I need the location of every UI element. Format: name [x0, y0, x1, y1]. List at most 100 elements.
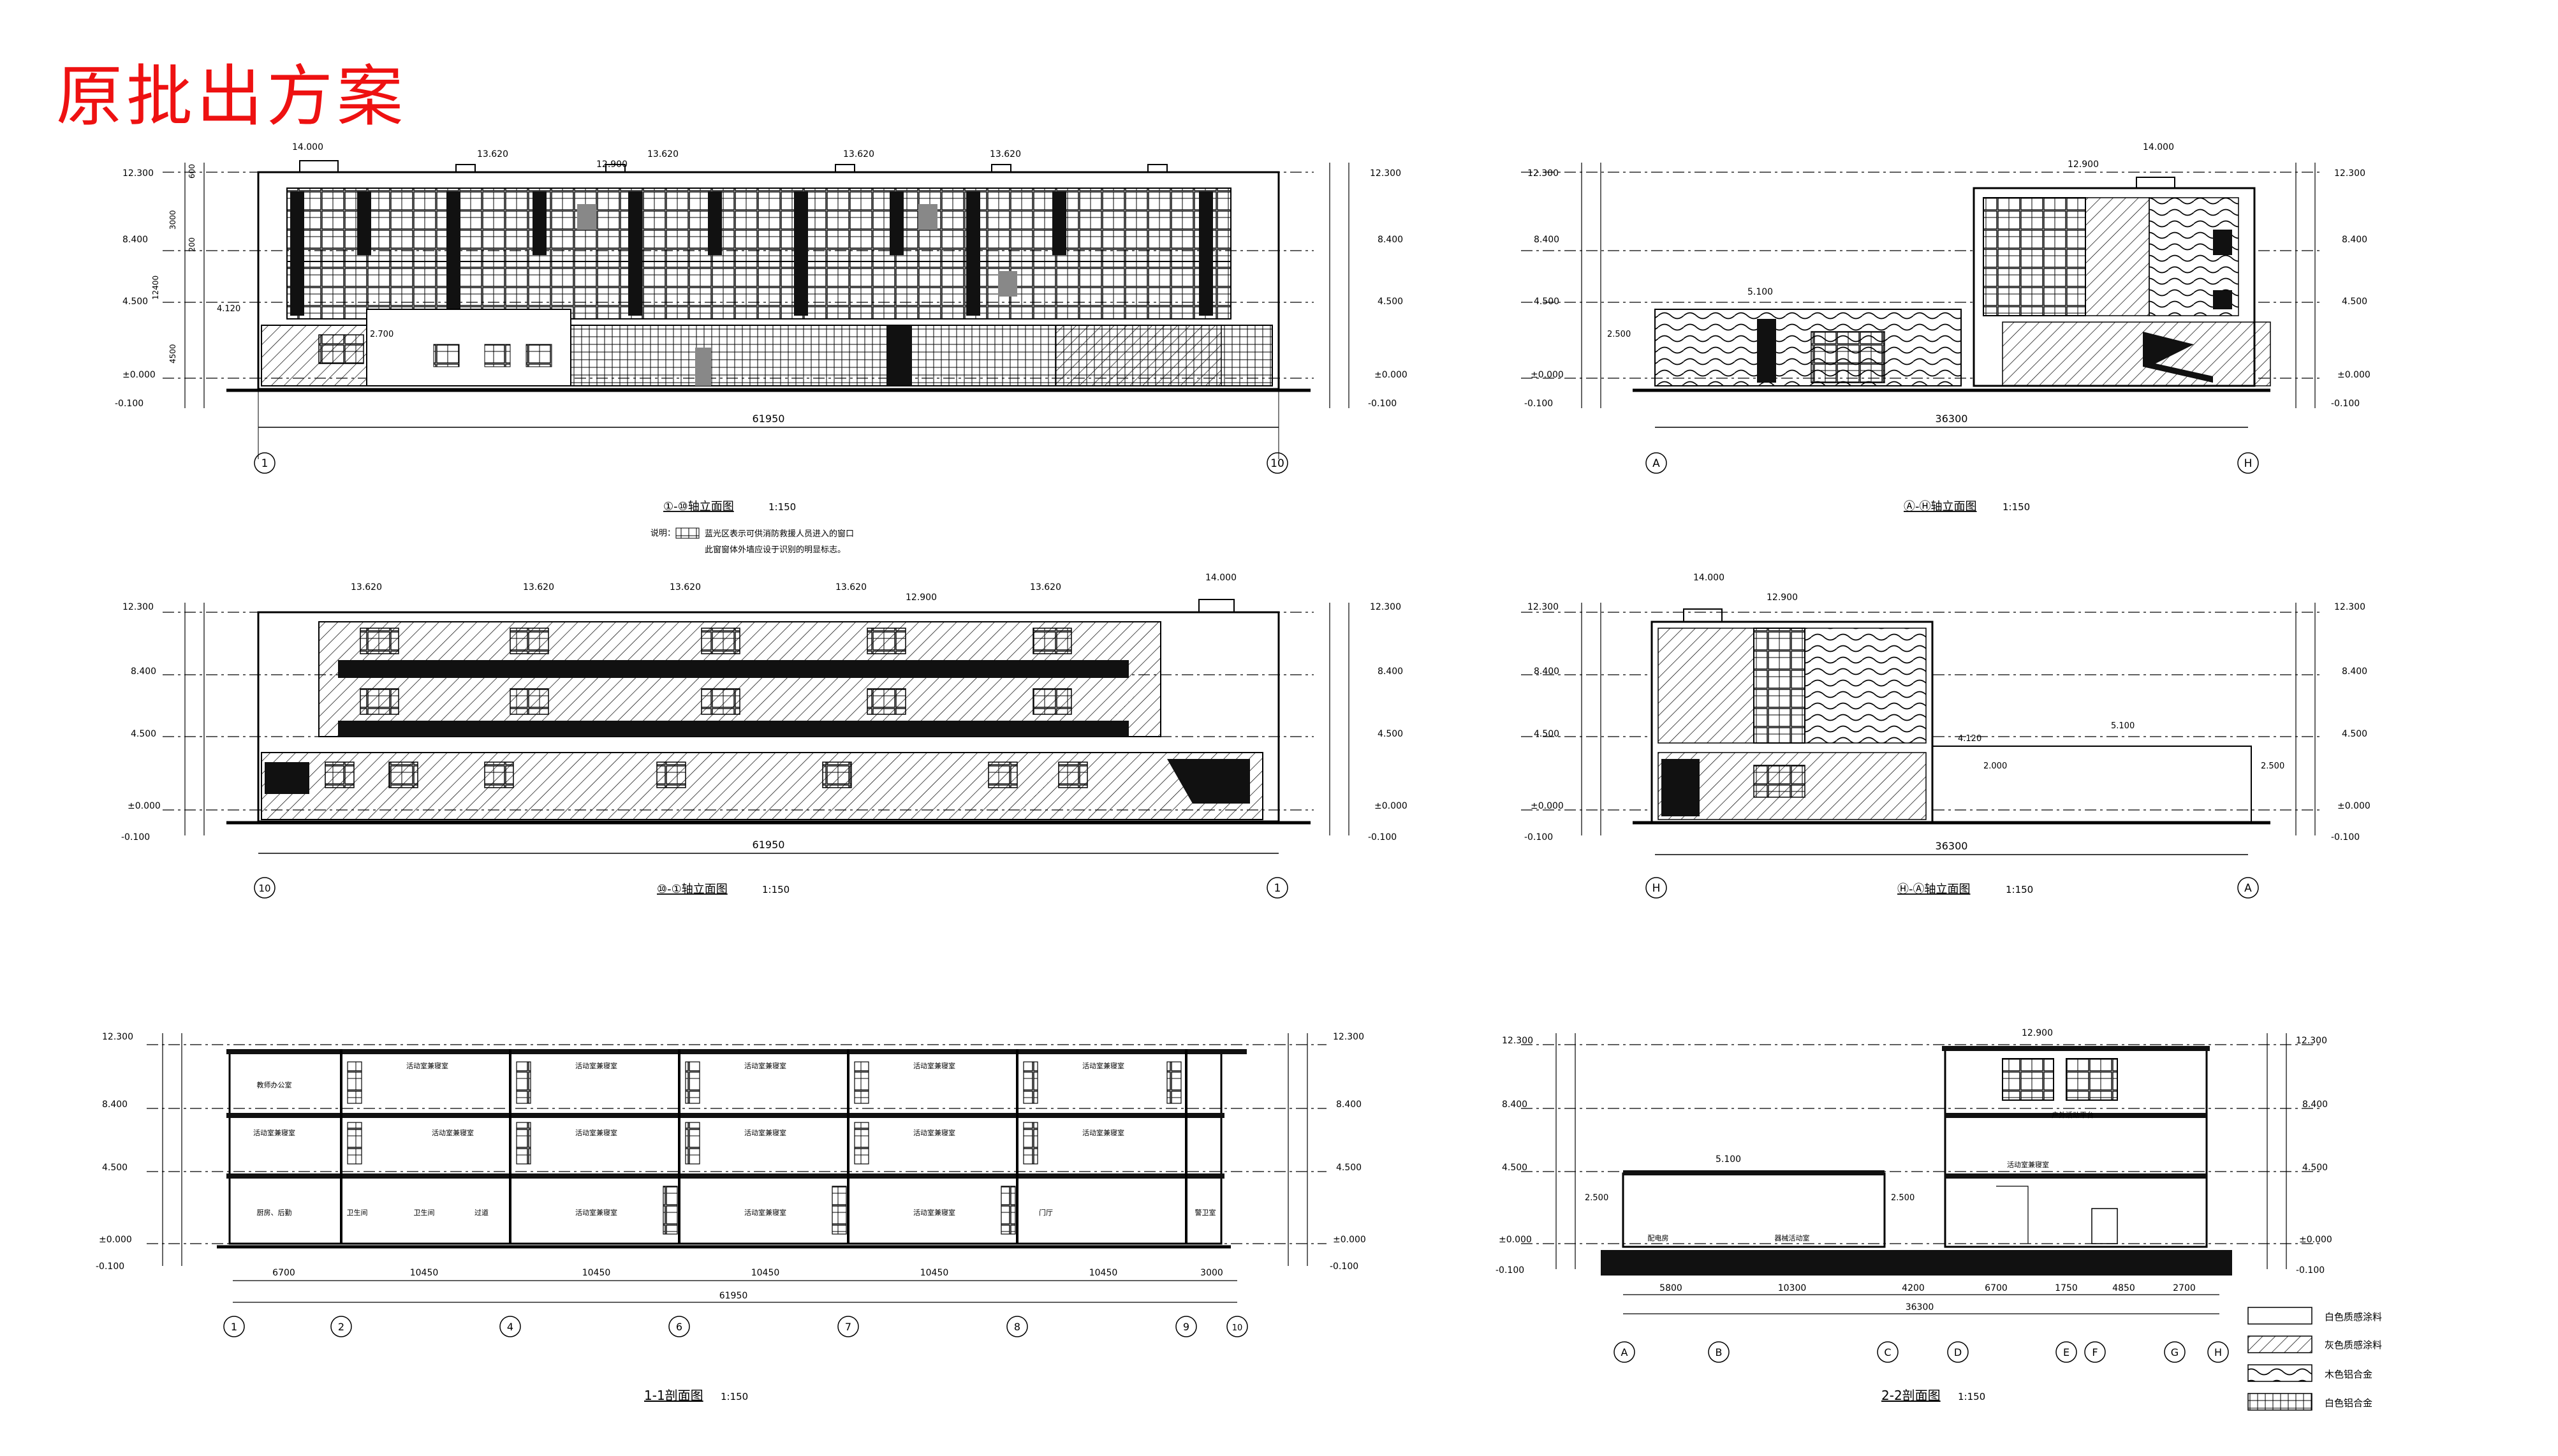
- room-label: 警卫室: [1195, 1208, 1216, 1217]
- span-label: 6700: [272, 1268, 295, 1278]
- level-label: 13.620: [647, 149, 679, 159]
- level-label: 4.500: [1534, 297, 1559, 307]
- level-label: 4.500: [1534, 729, 1559, 739]
- legend-label: 灰色质感涂料: [2325, 1339, 2382, 1351]
- room-label: 活动室兼寝室: [575, 1128, 617, 1137]
- level-label: ±0.000: [1499, 1235, 1532, 1245]
- axis-bubble-label: A: [1621, 1346, 1628, 1358]
- legend-swatch: [2247, 1364, 2312, 1382]
- level-label: ±0.000: [1374, 370, 1408, 380]
- drawing-caption: ①-⑩轴立面图: [663, 500, 734, 513]
- axis-bubble-label: 10: [258, 883, 270, 894]
- notes-line: 蓝光区表示可供消防救援人员进入的窗口: [705, 529, 854, 539]
- axis-bubble-label: 1: [231, 1321, 237, 1333]
- level-label: -0.100: [115, 399, 143, 409]
- level-label: 12.300: [102, 1032, 133, 1042]
- axis-bubble-label: 1: [1274, 882, 1281, 895]
- elevation-1-10: 61950 1 10 12.300 8.400 4.500 ±0.000 -0.…: [115, 142, 1408, 555]
- room-label: 活动室兼寝室: [2007, 1160, 2049, 1169]
- section-1-1: 教师办公室 活动室兼寝室 活动室兼寝室 活动室兼寝室 活动室兼寝室 活动室兼寝室…: [96, 1032, 1366, 1403]
- level-label: 12.900: [2022, 1028, 2053, 1038]
- level-label: ±0.000: [2299, 1235, 2332, 1245]
- axis-bubble-label: G: [2171, 1346, 2179, 1358]
- level-label: -0.100: [121, 832, 150, 842]
- drawing-caption: ⑩-①轴立面图: [657, 883, 728, 896]
- level-label: 4.120: [217, 304, 240, 314]
- level-label: 8.400: [1378, 666, 1403, 677]
- level-label: 12.900: [2068, 159, 2099, 170]
- level-label: 4.500: [2302, 1163, 2328, 1173]
- level-label: 12.900: [1767, 592, 1798, 603]
- span-label: 1750: [2055, 1283, 2078, 1293]
- axis-bubble-label: B: [1716, 1346, 1723, 1358]
- span-label: 10450: [1089, 1268, 1118, 1278]
- level-label: 8.400: [1534, 235, 1559, 245]
- level-label: 13.620: [990, 149, 1021, 159]
- drawing-caption: Ⓗ-Ⓐ轴立面图: [1897, 883, 1971, 896]
- room-label: 活动室兼寝室: [913, 1061, 955, 1070]
- drawing-scale: 1:150: [762, 884, 790, 895]
- span-label: 10450: [410, 1268, 439, 1278]
- room-label: 过道: [474, 1208, 489, 1217]
- level-label: 12.300: [1527, 168, 1559, 179]
- page-title: 原批出方案: [56, 57, 408, 135]
- level-label: 12.300: [2334, 168, 2365, 179]
- room-label: 活动室兼寝室: [432, 1128, 474, 1137]
- level-label: 12.300: [1370, 602, 1401, 612]
- level-label: 4.120: [1958, 734, 1981, 744]
- room-label: 教师办公室: [257, 1080, 292, 1089]
- level-label: -0.100: [1524, 832, 1553, 842]
- span-label: 4850: [2112, 1283, 2135, 1293]
- level-label: 4.500: [1336, 1163, 1362, 1173]
- level-label: ±0.000: [1374, 801, 1408, 811]
- total-width-label: 36300: [1906, 1302, 1934, 1313]
- axis-bubble-label: 4: [507, 1321, 513, 1333]
- level-label: 2.500: [1891, 1193, 1915, 1203]
- drawing-scale: 1:150: [721, 1391, 748, 1402]
- total-width-label: 61950: [719, 1291, 748, 1301]
- drawing-scale: 1:150: [2003, 501, 2030, 513]
- level-label: 12.300: [1333, 1032, 1364, 1042]
- elevation-a-h: 36300 A H 12.300 8.400 4.500 ±0.000 -0.1…: [1521, 142, 2371, 513]
- level-label: 4.500: [1378, 729, 1403, 739]
- total-width-label: 61950: [753, 839, 785, 851]
- total-width-label: 61950: [753, 413, 785, 425]
- level-label: ±0.000: [1531, 370, 1564, 380]
- level-label: 8.400: [2342, 235, 2367, 245]
- level-label: -0.100: [96, 1261, 124, 1272]
- room-label: 活动室兼寝室: [1082, 1061, 1124, 1070]
- level-label: 8.400: [1336, 1099, 1362, 1110]
- level-label: 12.300: [1527, 602, 1559, 612]
- level-label: 2.500: [2261, 761, 2284, 771]
- axis-bubble-label: H: [2244, 457, 2253, 470]
- level-label: 5.100: [1747, 287, 1773, 297]
- room-label: 活动室兼寝室: [406, 1061, 448, 1070]
- level-label: 4.500: [131, 729, 156, 739]
- level-label: 12.300: [1502, 1036, 1533, 1046]
- room-label: 卫生间: [414, 1208, 435, 1217]
- level-label: -0.100: [2331, 832, 2360, 842]
- axis-bubble-label: F: [2092, 1346, 2098, 1358]
- room-label: 活动室兼寝室: [253, 1128, 295, 1137]
- span-label: 10450: [582, 1268, 611, 1278]
- materials-legend: 白色质感涂料 灰色质感涂料 木色铝合金 白色铝合金: [2247, 1307, 2382, 1411]
- level-label: 4.500: [1378, 297, 1403, 307]
- dim-label: 12400: [151, 276, 160, 300]
- axis-bubble-label: 2: [338, 1321, 344, 1333]
- level-label: 5.100: [1716, 1154, 1741, 1165]
- span-label: 6700: [1985, 1283, 2008, 1293]
- level-label: 13.620: [1030, 582, 1061, 592]
- drawing-scale: 1:150: [1958, 1391, 1985, 1402]
- level-label: 13.620: [670, 582, 701, 592]
- axis-bubble-label: 8: [1014, 1321, 1020, 1333]
- level-label: 4.500: [122, 297, 148, 307]
- axis-bubble-label: 7: [845, 1321, 851, 1333]
- axis-bubble-label: 9: [1183, 1321, 1189, 1333]
- section-2-2: 配电房 器械活动室 活动室兼寝室 户外活动平台 12.900 5.100 2.5…: [1496, 1028, 2332, 1403]
- level-label: -0.100: [1330, 1261, 1358, 1272]
- level-label: 4.500: [1502, 1163, 1527, 1173]
- level-label: ±0.000: [1531, 801, 1564, 811]
- room-label: 活动室兼寝室: [744, 1128, 786, 1137]
- level-label: 12.300: [2296, 1036, 2327, 1046]
